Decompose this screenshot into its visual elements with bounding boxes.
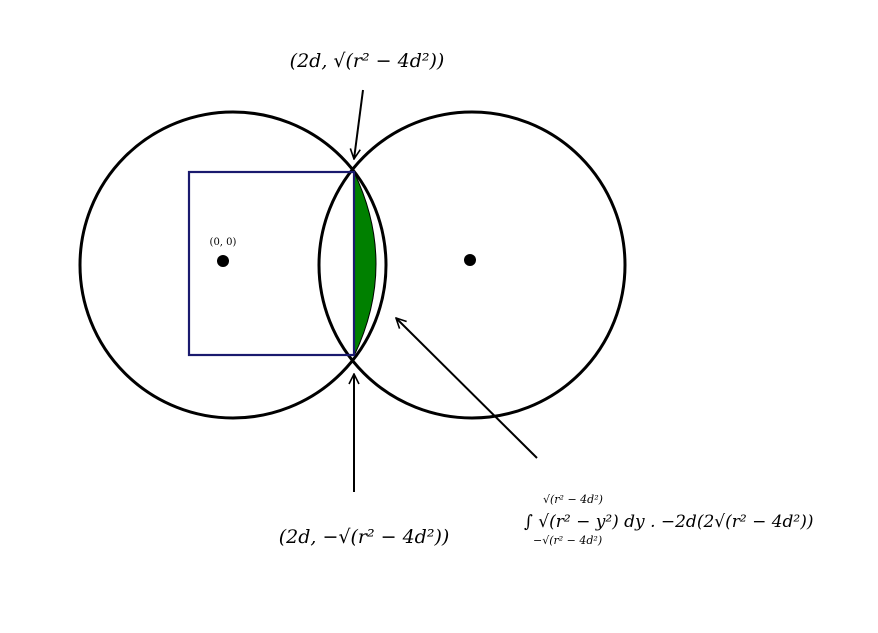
- integral-upper-limit: √(r² − 4d²): [543, 493, 603, 506]
- top-intersection-arrow: [354, 89, 364, 159]
- integral-lower-limit: −√(r² − 4d²): [533, 534, 602, 547]
- inscribed-square: [187, 170, 356, 357]
- shaded-lens-region: [353, 171, 377, 357]
- bottom-intersection-label: (2d, −√(r² − 4d²)): [279, 526, 450, 548]
- center-point-label: (0, 0): [210, 237, 237, 248]
- right-center-point: [464, 254, 476, 266]
- left-circle: [78, 110, 388, 420]
- right-circle: [317, 110, 627, 420]
- lens-area-arrow: [396, 318, 538, 459]
- area-formula: ∫ √(r² − y²) dy . −2d(2√(r² − 4d²)): [524, 512, 814, 532]
- top-intersection-label: (2d, √(r² − 4d²)): [290, 50, 445, 72]
- left-center-point: [217, 255, 229, 267]
